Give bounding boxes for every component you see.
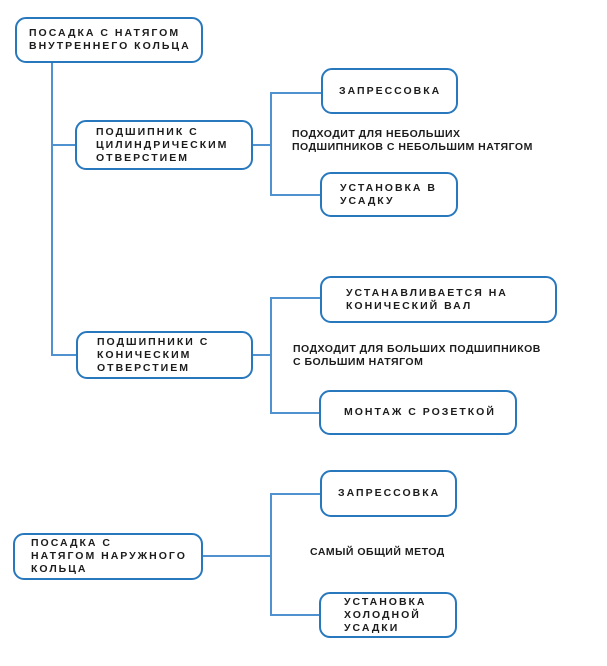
- node-press-fitting-top: ЗАПРЕССОВКА: [321, 68, 458, 114]
- node-line: КОНИЧЕСКИМ: [97, 348, 192, 361]
- connector-conical-to-spine: [253, 354, 272, 356]
- connector-spine-conical-group: [270, 297, 272, 414]
- node-line: УСТАНАВЛИВАЕТСЯ НА: [346, 286, 508, 299]
- note-line: ПОДХОДИТ ДЛЯ НЕБОЛЬШИХ: [292, 128, 461, 140]
- node-line: УСАДКИ: [344, 621, 400, 634]
- node-line: УСАДКУ: [340, 194, 395, 207]
- connector-branch-cylindrical: [51, 144, 77, 146]
- node-outer-ring-fit: ПОСАДКА С НАТЯГОМ НАРУЖНОГО КОЛЬЦА: [13, 533, 203, 580]
- note-large-bearings-big-interference: ПОДХОДИТ ДЛЯ БОЛЬШИХ ПОДШИПНИКОВ С БОЛЬШ…: [293, 343, 541, 369]
- node-line: ЗАПРЕССОВКА: [339, 84, 442, 97]
- node-line: МОНТАЖ С РОЗЕТКОЙ: [344, 406, 496, 418]
- connector-stub-sleeve-mounting: [270, 412, 320, 414]
- node-line: ПОДШИПНИКИ С: [97, 335, 210, 348]
- node-line: ПОДШИПНИК С: [96, 125, 199, 138]
- node-line: ОТВЕРСТИЕМ: [97, 361, 190, 374]
- node-inner-ring-fit: ПОСАДКА С НАТЯГОМ ВНУТРЕННЕГО КОЛЬЦА: [15, 17, 203, 63]
- note-line: С БОЛЬШИМ НАТЯГОМ: [293, 356, 424, 368]
- node-line: ЦИЛИНДРИЧЕСКИМ: [96, 138, 229, 151]
- node-line: НАТЯГОМ НАРУЖНОГО: [31, 550, 187, 562]
- node-shrink-installation: УСТАНОВКА В УСАДКУ: [320, 172, 458, 217]
- node-line: КОЛЬЦА: [31, 563, 88, 575]
- node-line: УСТАНОВКА В: [340, 181, 438, 194]
- note-most-common-method: САМЫЙ ОБЩИЙ МЕТОД: [310, 546, 445, 559]
- node-line: ЗАПРЕССОВКА: [338, 487, 441, 499]
- node-sleeve-mounting: МОНТАЖ С РОЗЕТКОЙ: [319, 390, 517, 435]
- connector-cylindrical-to-spine: [253, 144, 272, 146]
- node-cylindrical-bore: ПОДШИПНИК С ЦИЛИНДРИЧЕСКИМ ОТВЕРСТИЕМ: [75, 120, 253, 170]
- connector-outer-ring-to-spine: [203, 555, 272, 557]
- connector-stub-press-fitting-top: [270, 92, 322, 94]
- connector-spine-outer-ring-group: [270, 493, 272, 616]
- node-line: УСТАНОВКА: [344, 595, 427, 608]
- node-line: КОНИЧЕСКИЙ ВАЛ: [346, 299, 473, 312]
- node-press-fitting-bottom: ЗАПРЕССОВКА: [320, 470, 457, 517]
- connector-stub-shrink-installation: [270, 194, 321, 196]
- node-line: ВНУТРЕННЕГО КОЛЬЦА: [29, 40, 191, 52]
- node-line: ПОСАДКА С НАТЯГОМ: [29, 27, 181, 39]
- node-tapered-shaft-mount: УСТАНАВЛИВАЕТСЯ НА КОНИЧЕСКИЙ ВАЛ: [320, 276, 557, 323]
- node-conical-bore: ПОДШИПНИКИ С КОНИЧЕСКИМ ОТВЕРСТИЕМ: [76, 331, 253, 379]
- note-line: ПОДШИПНИКОВ С НЕБОЛЬШИМ НАТЯГОМ: [292, 141, 533, 153]
- connector-spine-cylindrical-group: [270, 92, 272, 196]
- node-line: ХОЛОДНОЙ: [344, 608, 421, 621]
- node-line: ОТВЕРСТИЕМ: [96, 151, 189, 164]
- connector-branch-conical: [51, 354, 78, 356]
- note-line: ПОДХОДИТ ДЛЯ БОЛЬШИХ ПОДШИПНИКОВ: [293, 343, 541, 355]
- connector-stub-press-fitting-bottom: [270, 493, 321, 495]
- node-cold-shrink-installation: УСТАНОВКА ХОЛОДНОЙ УСАДКИ: [319, 592, 457, 638]
- note-press-fit-small-bearings: ПОДХОДИТ ДЛЯ НЕБОЛЬШИХ ПОДШИПНИКОВ С НЕБ…: [292, 128, 533, 154]
- note-line: САМЫЙ ОБЩИЙ МЕТОД: [310, 546, 445, 558]
- node-line: ПОСАДКА С: [31, 537, 112, 549]
- connector-stub-cold-shrink: [270, 614, 320, 616]
- connector-spine-inner-ring: [51, 63, 53, 356]
- connector-stub-tapered-shaft: [270, 297, 321, 299]
